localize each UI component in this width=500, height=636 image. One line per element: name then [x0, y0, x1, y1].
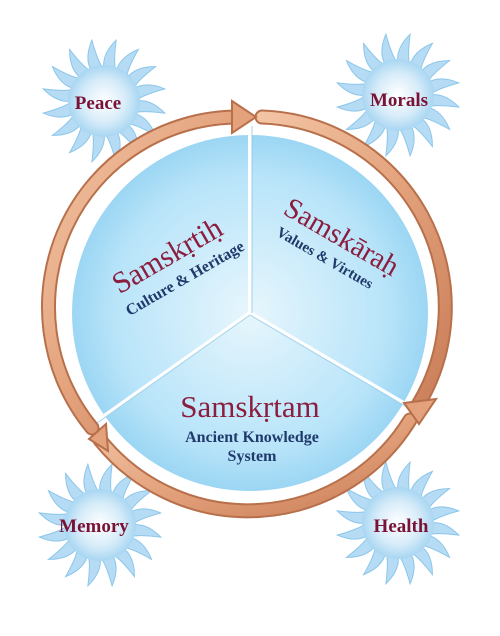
corner-label-health: Health	[374, 516, 429, 537]
sun-core	[362, 59, 434, 131]
arrowhead-top-icon	[231, 99, 258, 135]
sun-bottom-left-icon	[37, 462, 163, 588]
sun-core	[68, 65, 140, 137]
sun-core	[64, 489, 136, 561]
corner-label-morals: Morals	[370, 90, 428, 111]
sun-bottom-right-icon	[335, 460, 461, 586]
cycle-ring	[41, 109, 453, 519]
segment-bottom-title: Samskṛtam	[180, 389, 320, 424]
segment-bottom-subtitle-line2: System	[228, 448, 278, 465]
arrowhead-left-icon	[87, 421, 110, 453]
sun-top-right-icon	[335, 32, 461, 158]
segment-dividers	[88, 124, 414, 428]
corner-label-peace: Peace	[75, 93, 121, 114]
corner-label-memory: Memory	[59, 516, 129, 537]
segment-bottom-subtitle-line1: Ancient Knowledge	[185, 429, 319, 446]
sun-core	[362, 487, 434, 559]
arrowhead-right-icon	[402, 397, 439, 426]
